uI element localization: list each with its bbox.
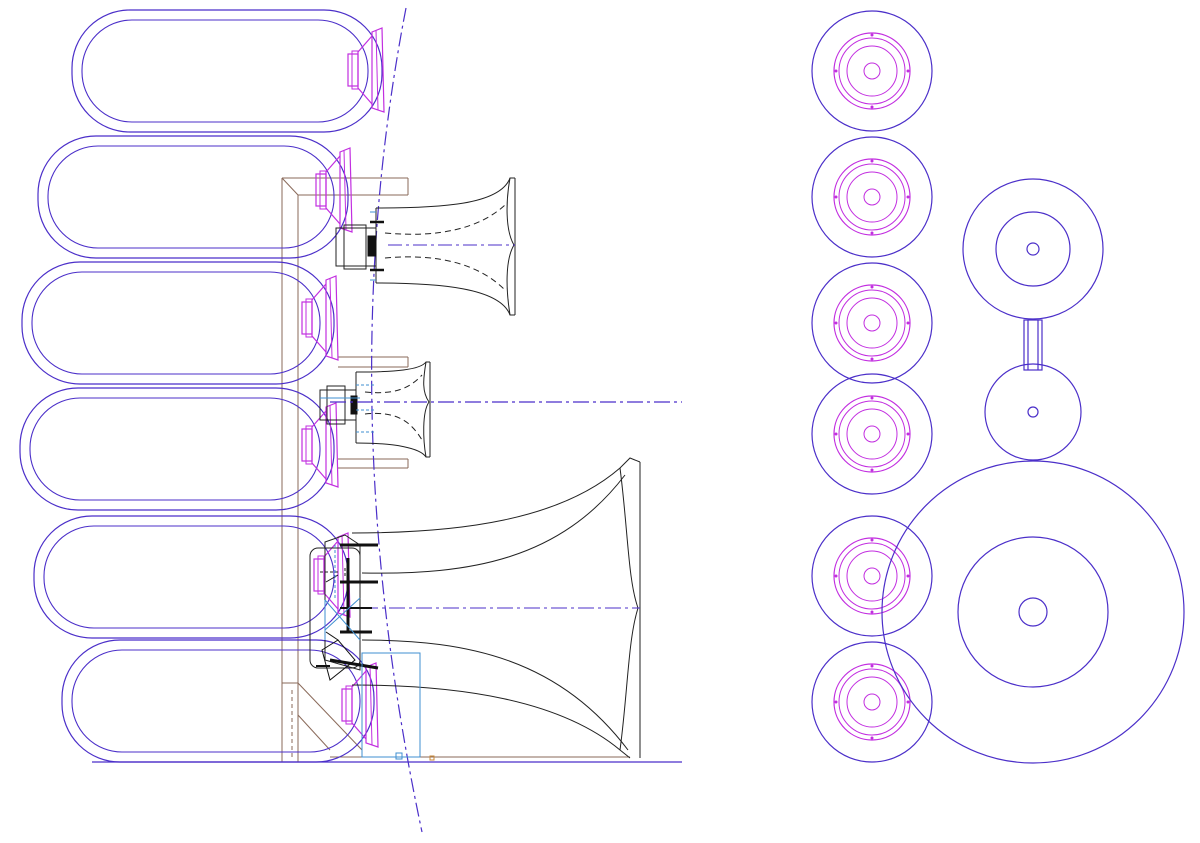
woofer	[347, 27, 385, 113]
cabinet-frame	[281, 177, 630, 762]
driver-front	[811, 136, 933, 258]
upper-horn-mouth	[962, 178, 1104, 320]
upper-horn	[335, 177, 516, 316]
cabinet	[61, 639, 375, 763]
middle-horn	[319, 361, 431, 458]
array-curve-line	[371, 7, 423, 833]
cabinet-stack	[19, 9, 383, 763]
cabinet	[19, 387, 335, 511]
driver-front	[811, 641, 933, 763]
woofer	[301, 275, 339, 361]
horn-connector	[1023, 319, 1043, 371]
mounting-guide	[324, 545, 435, 761]
driver-front	[811, 262, 933, 384]
driver-front	[811, 515, 933, 637]
front-view	[811, 10, 1185, 764]
low-horn-mouth	[881, 460, 1185, 764]
side-view	[19, 7, 682, 833]
cabinet	[71, 9, 383, 133]
cabinet	[37, 135, 349, 259]
woofer-group	[301, 27, 385, 748]
large-low-horn	[309, 457, 641, 759]
cabinet	[33, 515, 349, 639]
driver-front	[811, 373, 933, 495]
woofer	[301, 402, 339, 488]
woofer	[315, 147, 353, 233]
driver-front	[811, 10, 933, 132]
woofer	[341, 662, 379, 748]
driver-column	[811, 10, 933, 763]
cabinet	[21, 261, 335, 385]
middle-horn-mouth	[984, 363, 1082, 461]
